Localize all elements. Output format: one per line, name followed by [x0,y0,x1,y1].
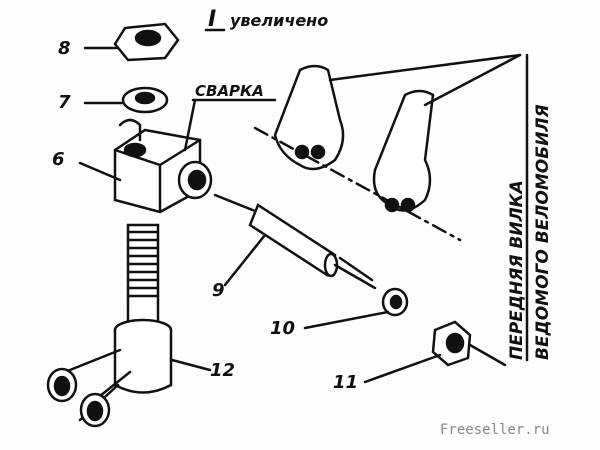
fork-leader-2 [423,53,522,107]
part-11-nut [431,320,507,367]
welding-leader [183,98,197,152]
axis-line [253,126,462,242]
title-text: увеличено [230,11,328,30]
leader-12 [170,358,212,372]
title-roman: I [208,7,216,32]
part-7-washer [121,86,169,114]
fork-leader-1 [328,53,522,82]
leader-10 [303,310,390,330]
part-12-tee [46,318,173,428]
welding-label: СВАРКА [195,82,264,100]
part-6-block [113,118,213,214]
label-10: 10 [270,318,295,339]
label-6: 6 [52,149,65,170]
leader-9 [223,233,267,287]
leader-11 [363,353,442,384]
part-9-rod [213,193,377,290]
watermark: Freeseller.ru [440,422,550,438]
fork-caption-line2: ВЕДОМОГО ВЕЛОМОБИЛЯ [533,104,553,360]
fork-caption-line1: ПЕРЕДНЯЯ ВИЛКА [507,180,527,360]
part-10-washer [381,287,409,317]
label-7: 7 [58,92,71,113]
leader-6 [78,161,122,182]
threaded-stud [126,223,160,327]
label-9: 9 [212,280,225,301]
label-8: 8 [58,38,71,59]
label-11: 11 [333,372,358,393]
part-8-nut [113,22,180,62]
fork-dropout-2 [372,89,435,213]
label-12: 12 [210,360,235,381]
fork-dropout-1 [273,64,345,171]
